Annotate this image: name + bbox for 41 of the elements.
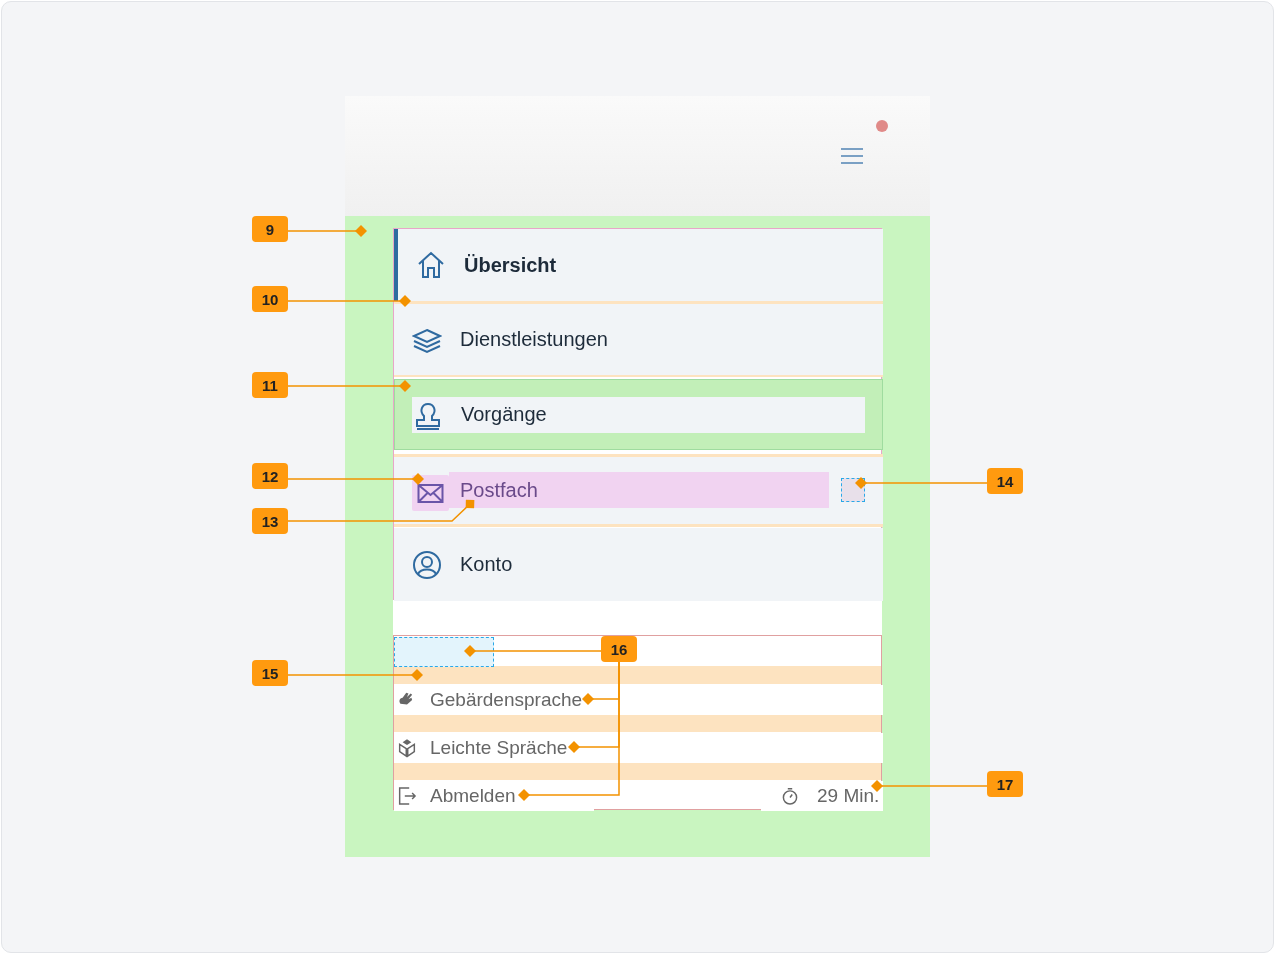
leader-line [287,380,411,392]
nav-item [394,528,883,601]
leader-line [287,499,475,522]
divider-line [394,301,883,304]
leader-line [287,295,411,307]
timer-label: 29 Min. [817,785,880,807]
callout-number: 15 [252,660,288,686]
leader-line [287,225,367,237]
nav-label: Vorgänge [461,403,547,426]
callout-number: 10 [252,286,288,312]
footer-link [394,733,883,763]
language-switch [394,637,494,667]
nav-label: Postfach [449,472,829,508]
callout-number: 9 [252,216,288,242]
leader-line [855,477,988,489]
nav-item [394,379,883,450]
callout-number: 14 [987,468,1023,494]
leader-line [871,780,988,792]
leader-line [287,669,423,681]
footer-list [393,635,882,810]
nav-list [393,228,882,600]
session-timer [761,781,883,811]
nav-item [394,229,883,301]
callout-number: 11 [252,372,288,398]
leader-line [464,645,602,657]
link-label: Leichte Spräche [430,737,568,759]
nav-label: Dienstleistungen [460,328,608,351]
leader-line [518,661,620,801]
callout-number: 12 [252,463,288,489]
nav-label: Konto [460,553,513,576]
nav-item [394,454,883,527]
footer-link [394,685,883,715]
content-panel [345,216,930,857]
link-label: Gebärdensprache [430,689,583,711]
callout-number: 13 [252,508,288,534]
leader-line [287,473,424,485]
link-label: Abmelden [430,785,516,807]
nav-label: Übersicht [464,253,557,277]
envelope-icon [412,475,449,511]
callout-number: 17 [987,771,1023,797]
nav-item [394,304,883,377]
